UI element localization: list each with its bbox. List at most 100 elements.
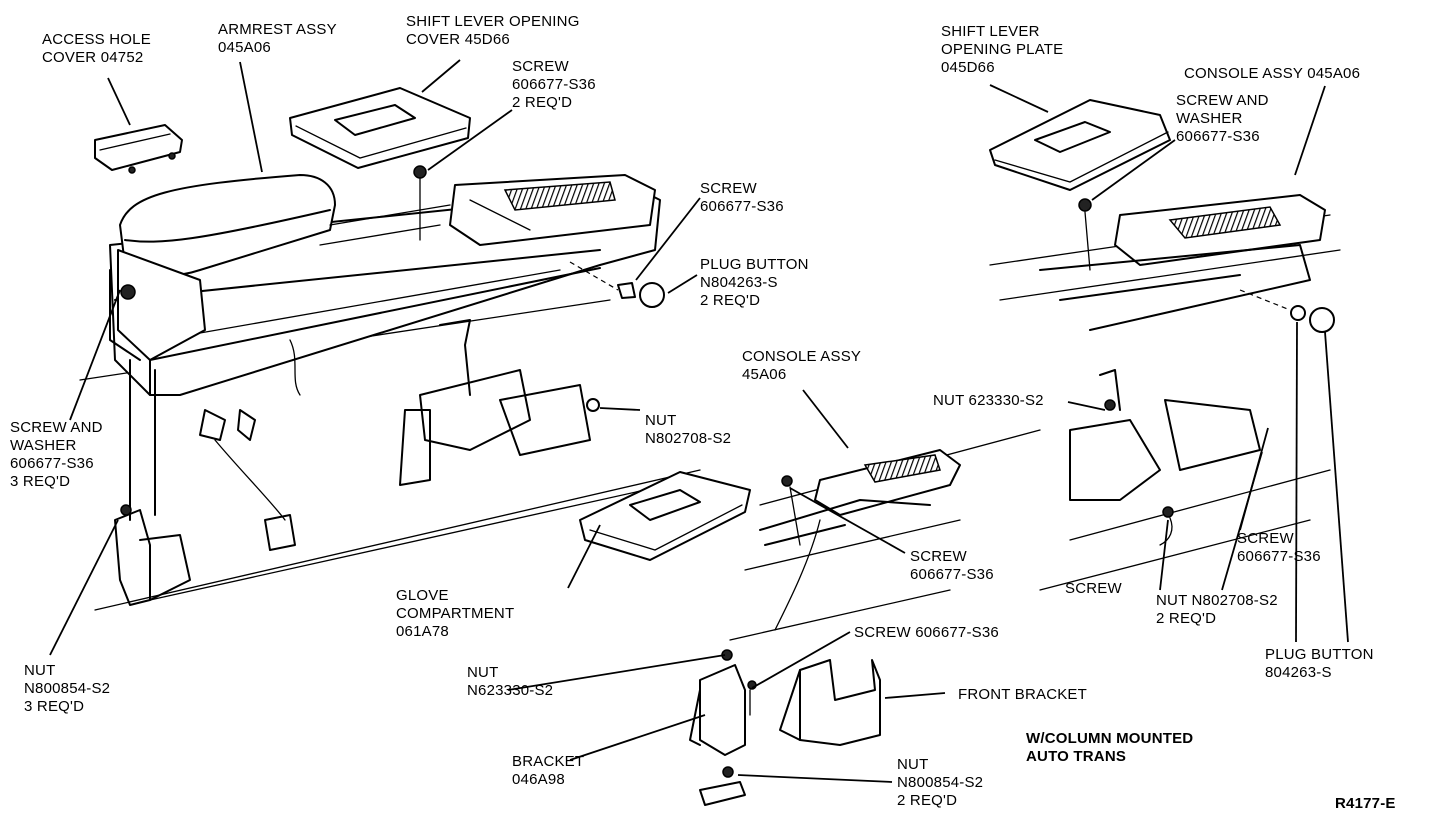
label-console-assy-right: CONSOLE ASSY 045A06: [1184, 65, 1360, 83]
label-line: SCREW: [910, 548, 967, 565]
label-line: SCREW: [700, 180, 757, 197]
label-nut-center-bottom: NUT N800854-S2 2 REQ'D: [897, 756, 983, 810]
label-line: AUTO TRANS: [1026, 748, 1127, 765]
label-screw-right-bottom: SCREW: [1065, 580, 1122, 598]
label-line: 045A06: [218, 39, 271, 56]
label-line: SCREW: [1065, 580, 1122, 597]
label-line: PLUG BUTTON: [700, 256, 809, 273]
label-line: SCREW: [512, 58, 569, 75]
label-line: 3 REQ'D: [24, 698, 85, 715]
label-shift-lever-opening-cover: SHIFT LEVER OPENING COVER 45D66: [406, 13, 580, 49]
label-line: ACCESS HOLE: [42, 31, 151, 48]
label-line: WASHER: [10, 437, 77, 454]
label-line: N800854-S2: [24, 680, 111, 697]
label-line: R4177-E: [1335, 795, 1396, 812]
label-line: 045D66: [941, 59, 995, 76]
label-line: COVER 04752: [42, 49, 144, 66]
label-screw-and-washer-left: SCREW AND WASHER 606677-S36 3 REQ'D: [10, 419, 103, 491]
label-plug-button-left: PLUG BUTTON N804263-S 2 REQ'D: [700, 256, 809, 310]
label-screw-2-reqd: SCREW 606677-S36 2 REQ'D: [512, 58, 596, 112]
label-line: 606677-S36: [10, 455, 94, 472]
label-line: 804263-S: [1265, 664, 1332, 681]
label-screw-center-bracket: SCREW 606677-S36: [854, 624, 999, 642]
right-shift-mechanism: [1069, 369, 1261, 546]
label-line: BRACKET: [512, 753, 585, 770]
label-line: COMPARTMENT: [396, 605, 515, 622]
label-line: N623330-S2: [467, 682, 554, 699]
label-line: WASHER: [1176, 110, 1243, 127]
label-line: CONSOLE ASSY 045A06: [1184, 65, 1361, 82]
label-nut-left-bottom: NUT N800854-S2 3 REQ'D: [24, 662, 110, 716]
label-line: 061A78: [396, 623, 449, 640]
center-console-body: [759, 449, 961, 631]
label-line: SCREW 606677-S36: [854, 624, 999, 641]
label-line: SHIFT LEVER: [941, 23, 1040, 40]
figure-id: R4177-E: [1335, 795, 1396, 813]
label-line: SCREW AND: [1176, 92, 1269, 109]
label-line: 606677-S36: [1176, 128, 1260, 145]
label-line: SCREW AND: [10, 419, 103, 436]
access-hole-cover: [94, 124, 183, 174]
right-console-assembly: [989, 99, 1341, 591]
label-line: FRONT BRACKET: [958, 686, 1088, 703]
label-console-assy-center: CONSOLE ASSY 45A06: [742, 348, 861, 384]
label-line: 2 REQ'D: [700, 292, 761, 309]
label-line: N800854-S2: [897, 774, 984, 791]
label-line: NUT 623330-S2: [933, 392, 1044, 409]
label-shift-lever-opening-plate: SHIFT LEVER OPENING PLATE 045D66: [941, 23, 1063, 77]
label-line: N804263-S: [700, 274, 778, 291]
shift-lever-opening-cover: [289, 87, 471, 169]
center-console-assembly: [579, 429, 1041, 806]
bracket-046A98: [689, 649, 757, 806]
label-line: W/COLUMN MOUNTED: [1026, 730, 1194, 747]
label-screw-right: SCREW 606677-S36: [1237, 530, 1321, 566]
label-screw-left-plug: SCREW 606677-S36: [700, 180, 784, 216]
label-line: 606677-S36: [700, 198, 784, 215]
label-line: NUT: [897, 756, 929, 773]
label-screw-and-washer-right: SCREW AND WASHER 606677-S36: [1176, 92, 1269, 146]
label-line: NUT: [467, 664, 499, 681]
front-bracket: [779, 659, 881, 746]
label-front-bracket: FRONT BRACKET: [958, 686, 1087, 704]
glove-compartment: [579, 471, 751, 561]
label-bracket: BRACKET 046A98: [512, 753, 584, 789]
label-armrest-assy: ARMREST ASSY 045A06: [218, 21, 337, 57]
label-line: SCREW: [1237, 530, 1294, 547]
label-access-hole-cover: ACCESS HOLE COVER 04752: [42, 31, 151, 67]
label-line: ARMREST ASSY: [218, 21, 337, 38]
label-line: OPENING PLATE: [941, 41, 1064, 58]
label-line: PLUG BUTTON: [1265, 646, 1374, 663]
label-line: 046A98: [512, 771, 565, 788]
label-line: 2 REQ'D: [1156, 610, 1217, 627]
label-line: 606677-S36: [512, 76, 596, 93]
label-line: 606677-S36: [1237, 548, 1321, 565]
right-console-body: [1039, 194, 1326, 331]
label-line: 606677-S36: [910, 566, 994, 583]
label-nut-right-top: NUT 623330-S2: [933, 392, 1044, 410]
label-nut-center: NUT N623330-S2: [467, 664, 553, 700]
label-nut-right-bottom: NUT N802708-S2 2 REQ'D: [1156, 592, 1278, 628]
label-line: 45A06: [742, 366, 787, 383]
label-line: GLOVE: [396, 587, 449, 604]
label-nut-left-mid: NUT N802708-S2: [645, 412, 731, 448]
label-glove-compartment: GLOVE COMPARTMENT 061A78: [396, 587, 514, 641]
label-line: 2 REQ'D: [897, 792, 958, 809]
label-line: NUT: [645, 412, 677, 429]
label-line: 3 REQ'D: [10, 473, 71, 490]
label-line: NUT: [24, 662, 56, 679]
label-line: CONSOLE ASSY: [742, 348, 862, 365]
shift-lever-opening-plate: [989, 99, 1171, 191]
label-screw-center: SCREW 606677-S36: [910, 548, 994, 584]
label-line: 2 REQ'D: [512, 94, 573, 111]
label-line: SHIFT LEVER OPENING: [406, 13, 580, 30]
label-column-mounted-note: W/COLUMN MOUNTED AUTO TRANS: [1026, 730, 1193, 766]
left-console-body: [109, 165, 665, 606]
label-line: COVER 45D66: [406, 31, 510, 48]
left-console-assembly: [79, 87, 701, 611]
leader-lines: [49, 59, 1349, 783]
label-line: NUT N802708-S2: [1156, 592, 1278, 609]
label-plug-button-right: PLUG BUTTON 804263-S: [1265, 646, 1374, 682]
right-plug-button: [1239, 289, 1335, 333]
